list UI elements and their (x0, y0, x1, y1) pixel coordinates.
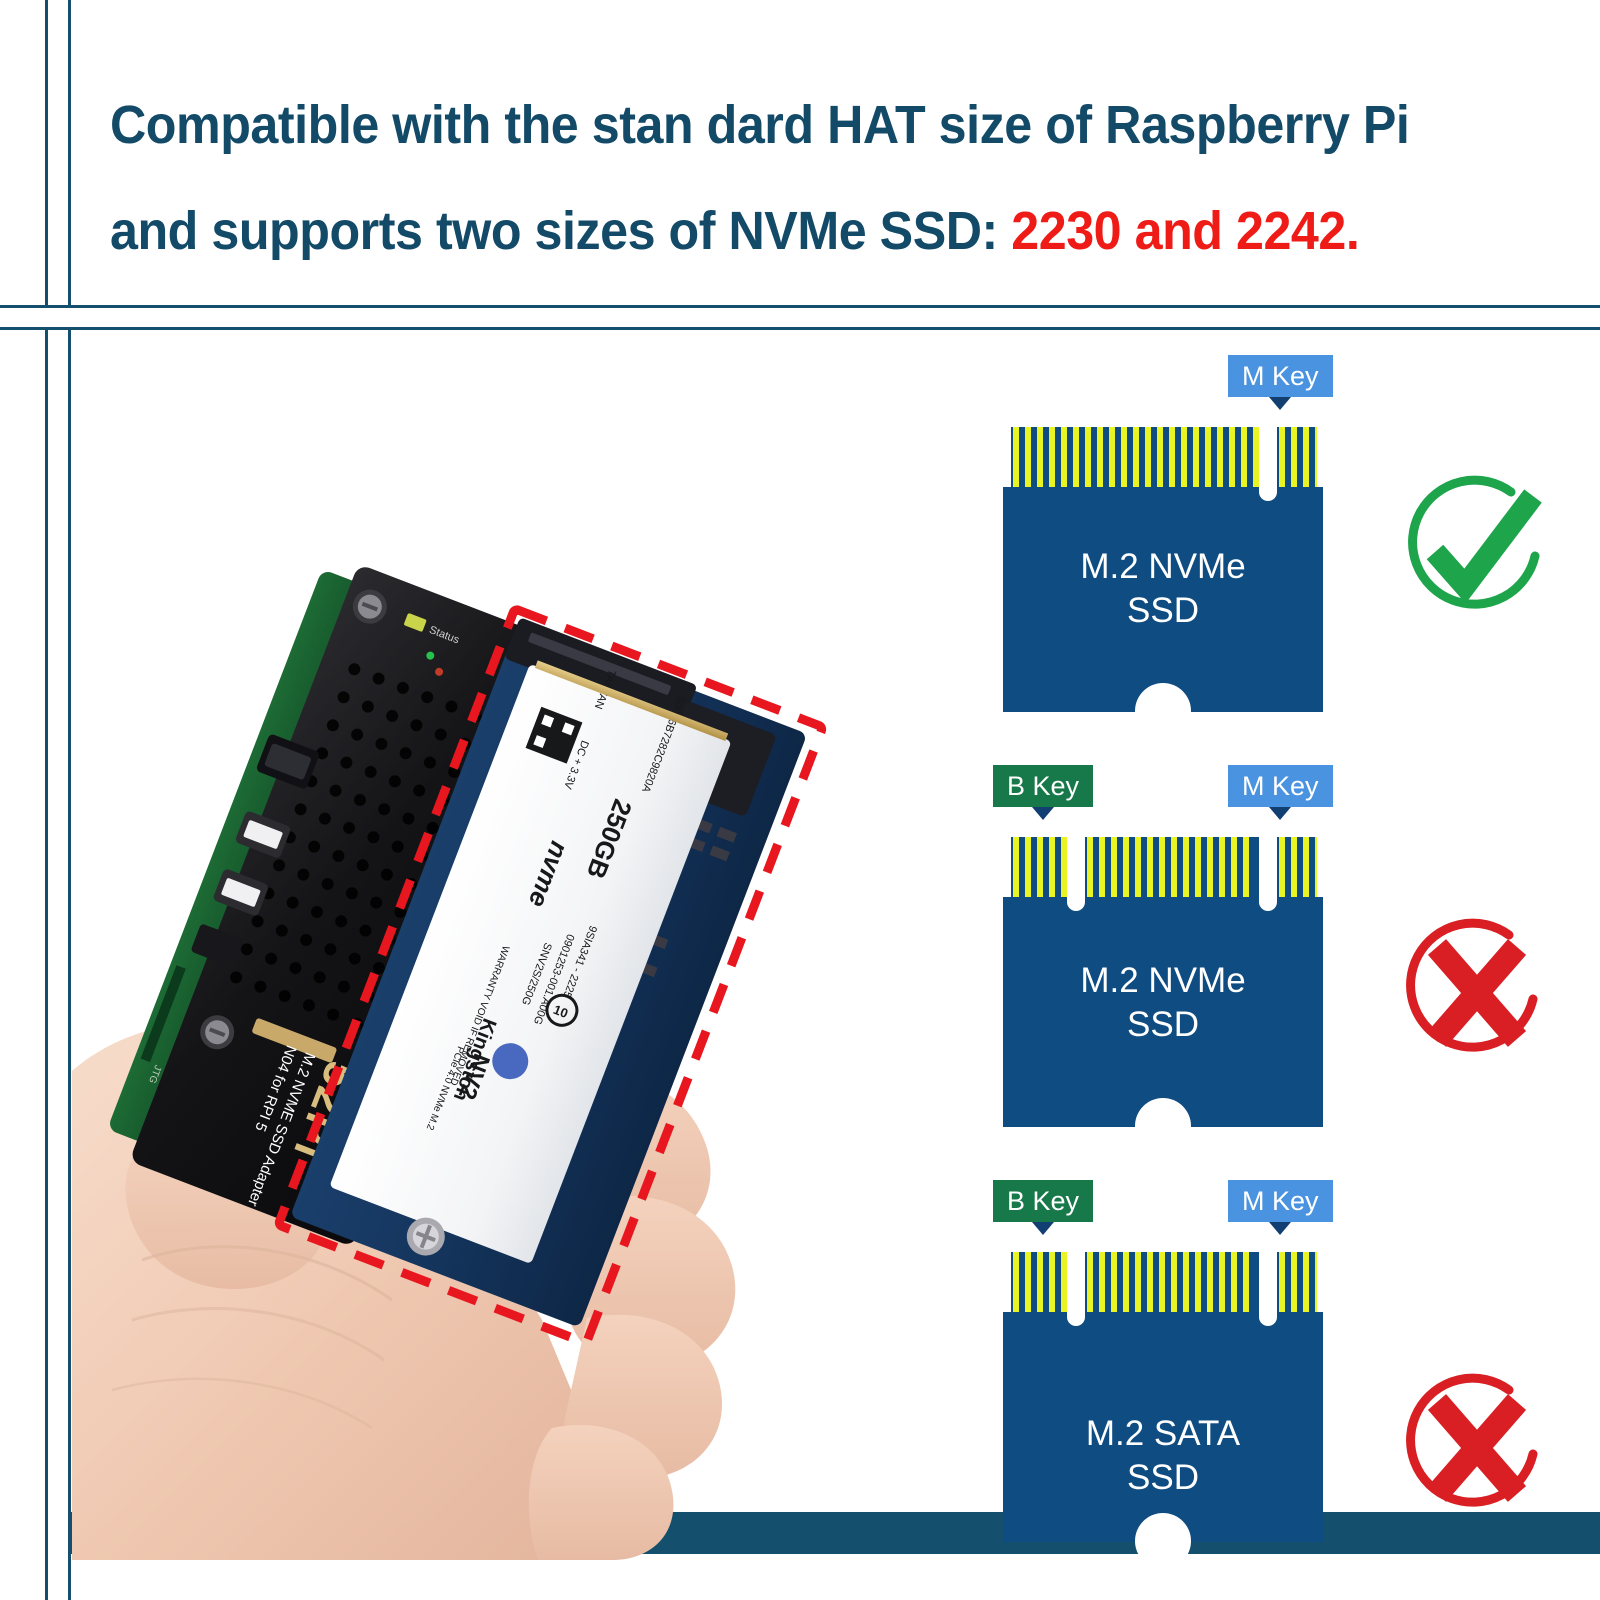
verdict-not-compatible-icon (1393, 913, 1553, 1078)
title-line-2: and supports two sizes of NVMe SSD: 2230… (110, 178, 1440, 284)
ssd-retaining-screw (406, 1217, 445, 1256)
card-shoulder-left (1003, 837, 1011, 897)
title-sizes-accent: 2230 and 2242. (1011, 201, 1360, 261)
card-shoulder-right (1317, 837, 1323, 897)
m-key-pointer-icon (1269, 1222, 1292, 1235)
m-key-badge-label: M Key (1242, 1186, 1319, 1216)
pin-strip-mkey (1277, 1252, 1317, 1312)
ssd-card-title-1: M.2 NVMe (1080, 961, 1246, 1000)
m-key-slot (1259, 1252, 1277, 1326)
b-key-badge-label: B Key (1007, 1186, 1080, 1216)
title-line-2-prefix: and supports two sizes of NVMe SSD: (110, 201, 1012, 261)
mounting-notch (1135, 1513, 1191, 1569)
b-key-pointer-icon (1032, 1222, 1055, 1235)
border-vertical-left-outer-top (45, 0, 48, 305)
border-vertical-left-inner-bottom (68, 327, 71, 1600)
hat-pcb (132, 567, 580, 1244)
pin-strip-mkey (1277, 427, 1317, 487)
border-vertical-left-inner-top (68, 0, 71, 305)
cert-mark (545, 993, 579, 1027)
highlight-dashed-rectangle (274, 605, 827, 1347)
b-key-badge: B Key (993, 1180, 1094, 1235)
m-key-badge: M Key (1228, 765, 1333, 820)
border-vertical-left-outer-bottom (45, 327, 48, 1600)
b-key-slot (1067, 837, 1085, 911)
ssd-card-title-1: M.2 NVMe (1080, 547, 1246, 586)
divider-bottom (0, 327, 1600, 330)
card-shoulder-right (1317, 427, 1323, 487)
ssd-card: M.2 NVMe SSD (1003, 837, 1323, 1154)
page-title: Compatible with the stan dard HAT size o… (110, 72, 1540, 284)
fpc-connector (252, 1018, 337, 1063)
qr-code (525, 706, 583, 764)
b-key-badge: B Key (993, 765, 1094, 820)
board-stack: ETHERNET JTG (110, 567, 827, 1347)
card-shoulder-left (1003, 1252, 1011, 1312)
status-led (404, 613, 427, 632)
ssd-card: M.2 SATA SSD (1003, 1252, 1323, 1569)
b-key-badge-label: B Key (1007, 771, 1080, 801)
compatibility-diagrams: M Key M.2 NVMe SSD (975, 355, 1585, 1600)
card-shoulder-left (1003, 427, 1011, 487)
mounting-notch (1135, 683, 1191, 739)
product-photo: ETHERNET JTG (72, 560, 872, 1560)
pin-strip-main (1085, 1252, 1259, 1312)
title-line-1: Compatible with the stan dard HAT size o… (110, 95, 1410, 155)
pin-strip-mkey (1277, 837, 1317, 897)
mounting-notch (1135, 1098, 1191, 1154)
diagram-m2-nvme-mkey: M Key M.2 NVMe SSD (975, 355, 1585, 765)
holo-sticker (492, 1043, 529, 1080)
m-key-pointer-icon (1269, 397, 1292, 410)
b-key-pointer-icon (1032, 807, 1055, 820)
diagram-m2-sata-bm-key: B Key M Key M.2 SATA SS (975, 1180, 1585, 1600)
diagram-m2-nvme-bm-key: B Key M Key M.2 NVMe SS (975, 765, 1585, 1180)
m-key-pointer-icon (1269, 807, 1292, 820)
io-ports (191, 734, 319, 967)
pin-strip-main (1011, 427, 1259, 487)
ssd-gold-pins (534, 660, 729, 741)
m-key-slot (1259, 837, 1277, 911)
m-key-badge: M Key (1228, 355, 1333, 410)
ssd-card: M.2 NVMe SSD (1003, 427, 1323, 739)
pin-strip-left (1011, 1252, 1067, 1312)
card-shoulder-right (1317, 1252, 1323, 1312)
ssd-card-title-2: SSD (1127, 1458, 1199, 1497)
svg-text:10: 10 (551, 1002, 570, 1021)
ssd-card-title-2: SSD (1127, 591, 1199, 630)
ssd-card-title-2: SSD (1127, 1005, 1199, 1044)
m-key-badge: M Key (1228, 1180, 1333, 1235)
verdict-compatible-icon (1393, 468, 1553, 633)
pin-strip-left (1011, 837, 1067, 897)
mounting-screw (200, 1015, 235, 1050)
b-key-slot (1067, 1252, 1085, 1326)
pin-strip-main (1085, 837, 1259, 897)
divider-top (0, 305, 1600, 308)
verdict-not-compatible-icon (1393, 1368, 1553, 1533)
mounting-screw (352, 589, 387, 624)
m-key-badge-label: M Key (1242, 361, 1319, 391)
m-key-slot (1259, 427, 1277, 501)
m-key-badge-label: M Key (1242, 771, 1319, 801)
ssd-card-title-1: M.2 SATA (1085, 1414, 1241, 1453)
nvme-ssd-module: 250GB 50026B7282C9820A TAIWAN DC + 3.3V … (330, 665, 731, 1263)
